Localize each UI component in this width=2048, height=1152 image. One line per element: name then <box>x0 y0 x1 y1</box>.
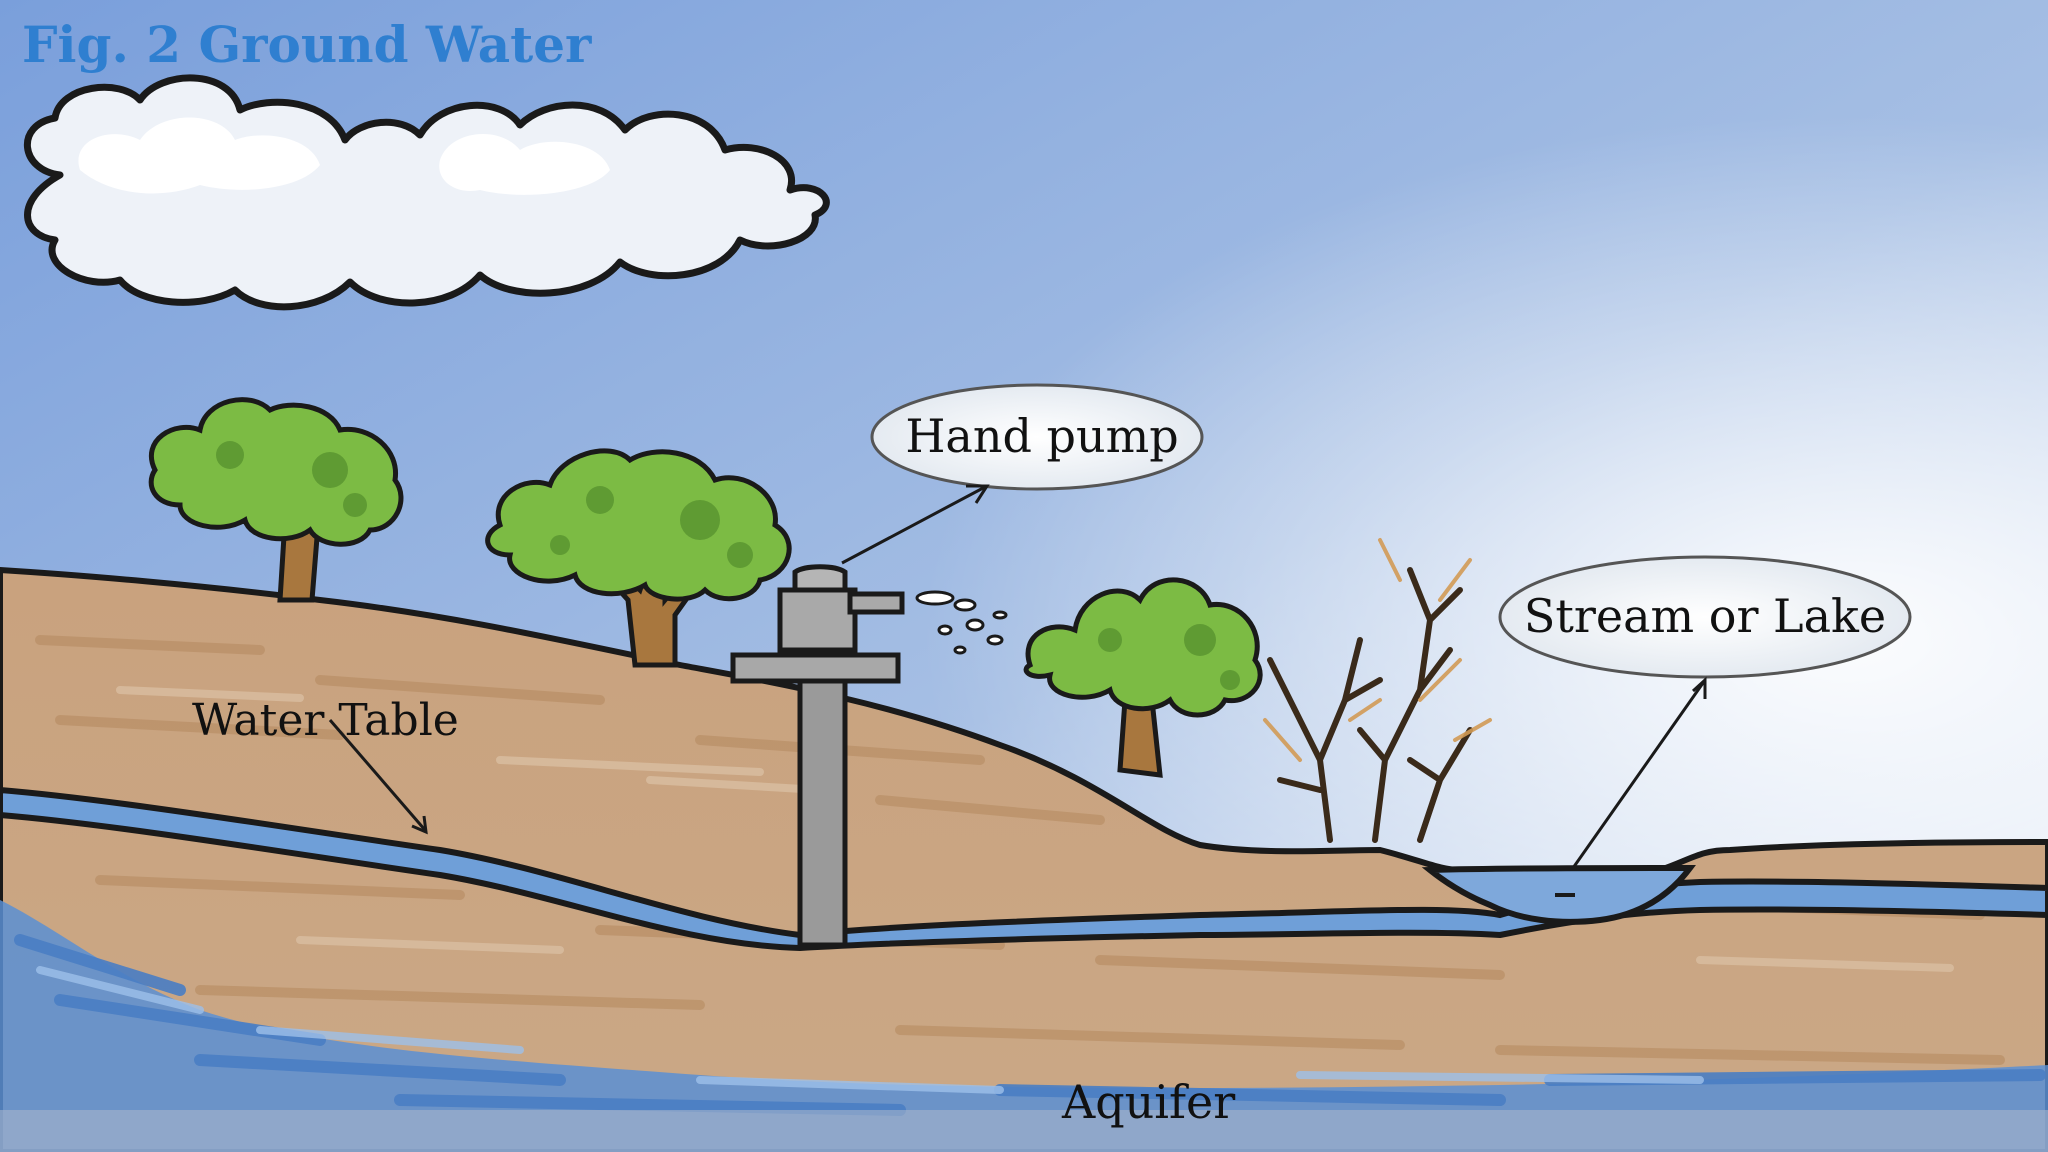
clouds <box>24 74 830 311</box>
pump-cap <box>792 564 848 593</box>
tree-canopy-shading <box>550 486 753 568</box>
water-table-label: Water Table <box>192 695 459 746</box>
water-table-arrow <box>328 719 427 831</box>
stream-or-lake-label: Stream or Lake <box>1524 589 1886 643</box>
aquifer-label: Aquifer <box>1061 1075 1235 1129</box>
pump-spout <box>847 591 905 615</box>
bottom-fade <box>0 1110 2048 1152</box>
ground-hill <box>0 566 2048 1152</box>
tree-middle <box>485 448 792 668</box>
bare-bushes <box>1267 567 1473 843</box>
stream-or-lake-bubble <box>1498 555 1912 679</box>
tree-canopy <box>1023 577 1263 718</box>
hand-pump-bubble <box>870 383 1204 491</box>
tree-canopy-shading <box>216 441 367 517</box>
pump-pipe <box>797 637 848 948</box>
pump-body <box>777 587 858 653</box>
arrows <box>328 484 1707 869</box>
stream-arrow <box>1571 682 1705 869</box>
tree-canopy <box>485 448 792 602</box>
tree-canopy-shading <box>1098 624 1240 690</box>
tree-canopy <box>148 397 404 547</box>
cloud-highlight-2 <box>439 133 610 195</box>
pump-handle-bar <box>730 652 901 684</box>
tree-right <box>1023 577 1263 778</box>
figure-title: Fig. 2 Ground Water <box>22 15 592 74</box>
bare-bushes-highlight <box>1263 538 1492 762</box>
water-splash <box>915 590 1008 655</box>
stream-arrowhead <box>1691 676 1707 699</box>
aquifer-water <box>0 900 2048 1152</box>
hand-pump <box>730 564 1008 948</box>
tree-left <box>148 397 404 603</box>
hand-pump-label: Hand pump <box>905 409 1178 463</box>
water-table-arrowhead <box>411 815 428 835</box>
cloud-highlight <box>78 117 321 194</box>
hand-pump-arrowhead <box>966 484 990 504</box>
hand-pump-arrow <box>841 485 986 565</box>
